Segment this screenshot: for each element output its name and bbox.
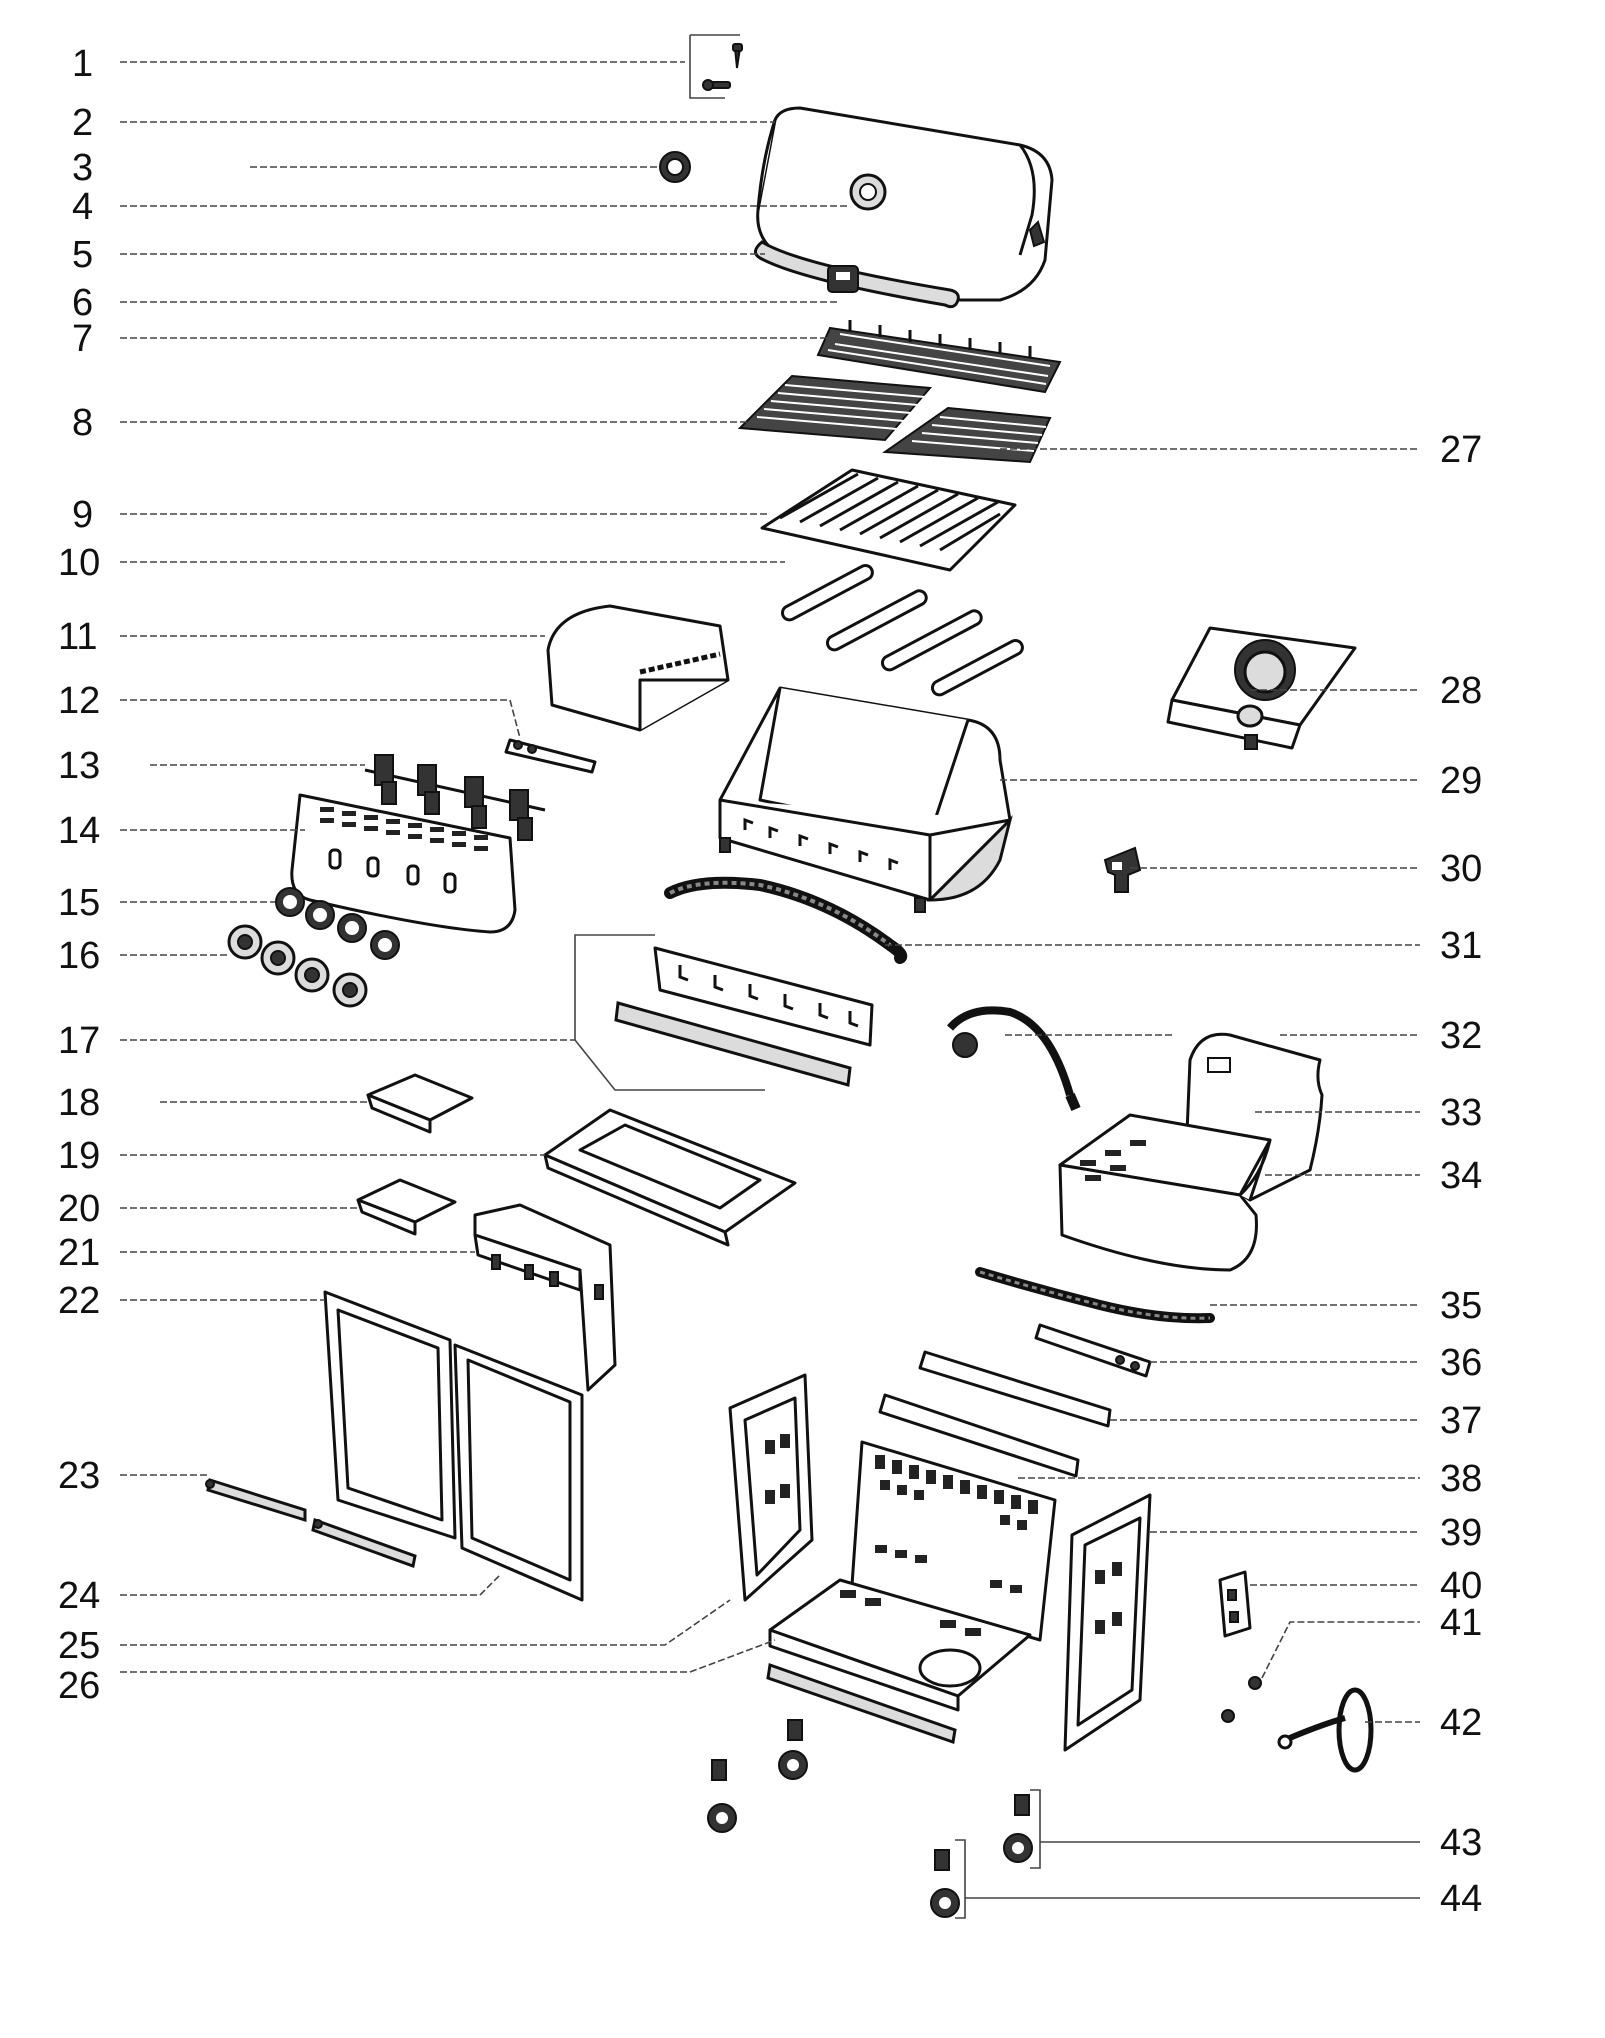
- callout-number: 22: [58, 1280, 100, 1322]
- part-crossover-bar: [504, 738, 597, 774]
- callout-number: 29: [1440, 760, 1482, 802]
- callout-number: 9: [72, 494, 93, 536]
- callout-number: 4: [72, 186, 93, 228]
- part-burner-tubes: [780, 564, 1024, 697]
- part-right-side-panel: [1063, 1493, 1152, 1752]
- part-doors: [323, 1290, 584, 1602]
- part-nuts: [1221, 1676, 1262, 1723]
- part-door-handles: [205, 1478, 417, 1569]
- callout-number: 11: [58, 616, 97, 658]
- thermometer-icon: [659, 151, 691, 183]
- part-cooking-grate-left: [737, 374, 933, 442]
- callout-number: 5: [72, 234, 93, 276]
- leader-lines: [120, 34, 1420, 1919]
- callout-number: 28: [1440, 670, 1482, 712]
- part-control-knobs: [227, 924, 368, 1008]
- callout-number: 40: [1440, 1565, 1482, 1607]
- part-rails: [878, 1350, 1112, 1478]
- callout-number: 17: [58, 1020, 100, 1062]
- callout-number: 23: [58, 1455, 100, 1497]
- callout-number: 30: [1440, 848, 1482, 890]
- callout-number: 42: [1440, 1702, 1482, 1744]
- callout-number: 26: [58, 1665, 100, 1707]
- part-grease-tray: [543, 1108, 797, 1247]
- part-heat-deflector: [546, 604, 730, 732]
- callout-number: 7: [72, 318, 93, 360]
- callout-number: 15: [58, 882, 100, 924]
- callout-number: 34: [1440, 1155, 1482, 1197]
- part-left-side-panel: [728, 1373, 814, 1602]
- callout-number: 12: [58, 680, 100, 722]
- callout-number: 41: [1440, 1602, 1482, 1644]
- callout-number: 24: [58, 1575, 100, 1617]
- part-manifold-valves: [364, 754, 546, 841]
- part-knob-bezels: [275, 887, 400, 960]
- part-bottom-shelf: [766, 1578, 1032, 1744]
- part-hose: [664, 876, 908, 964]
- callout-number: 36: [1440, 1342, 1482, 1384]
- part-front-frame: [614, 946, 874, 1087]
- callout-number: 2: [72, 102, 93, 144]
- callout-number: 43: [1440, 1822, 1482, 1864]
- callout-number: 31: [1440, 925, 1482, 967]
- callout-number: 25: [58, 1625, 100, 1667]
- callout-number: 6: [72, 282, 93, 324]
- part-hose-bracket: [1218, 1570, 1252, 1638]
- callout-number: 18: [58, 1082, 100, 1124]
- part-igniter: [1103, 846, 1142, 893]
- part-side-bar: [1034, 1323, 1152, 1378]
- callout-number: 38: [1440, 1458, 1482, 1500]
- callout-number: 33: [1440, 1092, 1482, 1134]
- part-warming-rack: [816, 320, 1062, 394]
- callout-number: 3: [72, 147, 93, 189]
- part-casters: [707, 1719, 1033, 1918]
- part-side-hose: [975, 1267, 1215, 1324]
- callout-number: 35: [1440, 1285, 1482, 1327]
- callout-number: 16: [58, 935, 100, 977]
- callout-number: 27: [1440, 429, 1482, 471]
- part-flavorizer-bars: [760, 468, 1017, 572]
- callout-number: 8: [72, 402, 93, 444]
- part-cook-box: [718, 686, 1013, 913]
- callouts-right: 27 28 29 30 31 32 33 34 35 36 37 38 39 4…: [1440, 429, 1482, 1920]
- callouts-left: 1 2 3 4 5 6 7 8 9 10 11 12 13 14 15 16 1…: [58, 43, 100, 1707]
- part-center-divider: [473, 1203, 617, 1392]
- part-regulator: [946, 1006, 1081, 1111]
- part-cooking-grate-right: [882, 406, 1052, 464]
- callout-number: 21: [58, 1232, 100, 1274]
- part-screws: [702, 43, 743, 91]
- callout-number: 20: [58, 1188, 100, 1230]
- part-lid: [754, 106, 1054, 309]
- part-side-table: [1058, 1032, 1324, 1272]
- callout-number: 10: [58, 542, 100, 584]
- part-catch-pans: [356, 1073, 474, 1236]
- part-tool-hook: [1277, 1687, 1374, 1773]
- callout-number: 1: [72, 43, 93, 85]
- callout-number: 32: [1440, 1015, 1482, 1057]
- callout-number: 19: [58, 1135, 100, 1177]
- part-back-panel: [850, 1440, 1057, 1642]
- callout-number: 39: [1440, 1512, 1482, 1554]
- callout-number: 37: [1440, 1400, 1482, 1442]
- part-side-burner: [1166, 626, 1357, 750]
- callout-number: 13: [58, 745, 100, 787]
- callout-number: 14: [58, 810, 100, 852]
- callout-number: 44: [1440, 1878, 1482, 1920]
